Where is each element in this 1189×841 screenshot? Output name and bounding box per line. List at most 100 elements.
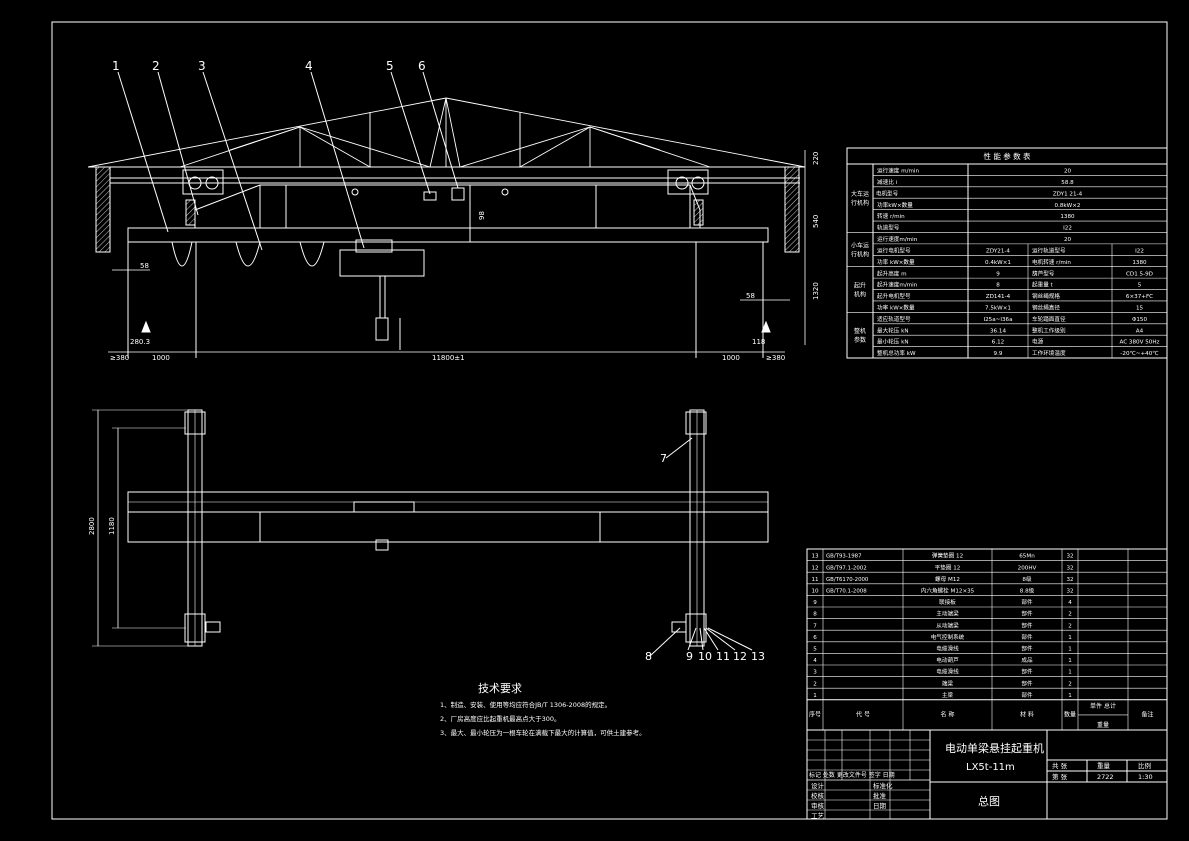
param-group-2-b: 机构 [854, 291, 866, 299]
param-value2-12: 15 [1136, 306, 1144, 312]
technical-requirements: 技术要求 1、制造、安装、使用等均应符合JB/T 1306-2008的规定。 2… [440, 682, 646, 737]
bom-no-8: 8 [813, 612, 817, 618]
bom-head-qty: 数量 [1064, 710, 1076, 718]
bom-name-13: 弹簧垫圈 12 [932, 552, 963, 560]
bom-no-1: 1 [813, 693, 817, 699]
callout-7: 7 [660, 452, 667, 465]
param-name-14: 最大轮压 kN [877, 326, 909, 334]
param-name-11: 起升电机型号 [877, 292, 911, 300]
bom-material-10: 8.8级 [1020, 587, 1035, 595]
electric-hoist [339, 249, 425, 277]
bom-name-6: 电气控制系统 [931, 633, 965, 641]
bom-head-code: 代 号 [856, 710, 870, 718]
callout-1: 1 [112, 59, 120, 73]
left-end-carriage [182, 169, 224, 195]
title-block [806, 729, 1168, 820]
dim-right-outer: ≥380 [766, 354, 785, 362]
bom-code-10: GB/T70.1-2008 [826, 589, 867, 595]
param-name2-12: 钢丝绳直径 [1032, 304, 1060, 312]
param-group-1-b: 行机构 [851, 251, 869, 259]
bom-name-1: 主梁 [942, 691, 954, 699]
bom-qty-2: 2 [1068, 681, 1072, 687]
bom-qty-7: 2 [1068, 623, 1072, 629]
weight-label: 重量 [1097, 762, 1111, 770]
bom-material-12: 200HV [1018, 565, 1037, 571]
role-approval: 批准 [873, 791, 887, 800]
param-value2-8: 1380 [1132, 260, 1147, 266]
bom-material-2: 部件 [1021, 679, 1033, 687]
callout-12: 12 [733, 650, 747, 663]
bom-material-4: 成品 [1021, 656, 1033, 664]
dim-left-gap: 58 [140, 262, 149, 270]
param-value-5: I22 [1063, 226, 1072, 232]
bom-no-11: 11 [811, 577, 819, 583]
param-name-7: 运行电机型号 [877, 246, 911, 254]
tech-req-item-2: 2、厂房高度应比起重机最高点大于300。 [440, 714, 561, 723]
param-name-12: 功率 kW×数量 [877, 304, 915, 312]
product-model: LX5t-11m [966, 762, 1015, 773]
callout-5: 5 [386, 59, 394, 73]
front-elevation-view [87, 71, 806, 358]
bom-name-8: 主动端梁 [936, 610, 959, 618]
param-value-13: I25a~I36a [983, 317, 1012, 323]
param-name-1: 减速比 i [877, 178, 898, 186]
bom-name-5: 电缆滑线 [936, 645, 959, 653]
scale-label: 比例 [1138, 761, 1151, 770]
bom-head-name: 名 称 [941, 710, 955, 718]
param-value-11: ZD141-4 [986, 294, 1011, 300]
param-name-10: 起升速度m/min [877, 281, 918, 289]
param-name-4: 转速 r/min [877, 212, 905, 220]
bom-qty-8: 2 [1068, 612, 1072, 618]
dim-plan-inner: 1180 [108, 517, 116, 535]
role-design: 设计 [811, 781, 825, 790]
param-name2-11: 钢丝绳规格 [1032, 292, 1060, 300]
bom-no-12: 12 [811, 565, 818, 571]
sheet-label: 第 张 [1052, 772, 1068, 781]
bom-head-note: 备注 [1141, 710, 1153, 718]
bom-qty-9: 4 [1068, 600, 1072, 606]
param-name2-13: 车轮踏面直径 [1032, 315, 1066, 323]
main-girder [127, 227, 769, 243]
param-value-1: 58.8 [1061, 180, 1074, 186]
bom-material-6: 部件 [1021, 633, 1033, 641]
bom-name-4: 电动葫芦 [936, 656, 959, 664]
bom-material-13: 65Mn [1019, 554, 1035, 560]
param-name2-8: 电机转速 r/min [1032, 258, 1071, 266]
param-value-3: 0.8kW×2 [1055, 203, 1081, 209]
callout-2: 2 [152, 59, 160, 73]
bom-name-9: 联接板 [939, 598, 956, 606]
bom-material-5: 部件 [1021, 645, 1033, 653]
param-name-5: 轨道型号 [877, 224, 900, 232]
bom-no-7: 7 [813, 623, 817, 629]
param-name2-9: 葫芦型号 [1032, 269, 1055, 277]
bom-code-11: GB/T6170-2000 [826, 577, 869, 583]
bom-qty-1: 1 [1068, 693, 1072, 699]
param-name2-10: 起重量 t [1032, 281, 1054, 289]
bom-qty-3: 1 [1068, 670, 1072, 676]
dim-height-inner: 98 [478, 211, 486, 220]
left-column [95, 166, 111, 253]
dim-right-span: 1000 [722, 354, 740, 362]
stage-label: 共 张 [1052, 761, 1068, 770]
bom-qty-12: 32 [1066, 565, 1073, 571]
param-value-8: 0.4kW×1 [985, 260, 1011, 266]
param-value-0: 20 [1064, 169, 1072, 175]
bom-no-9: 9 [813, 600, 817, 606]
param-group-0-a: 大车运 [851, 190, 869, 198]
dim-height-v3: 1320 [812, 282, 820, 300]
param-value2-11: 6×37+FC [1126, 294, 1153, 300]
bom-name-7: 从动端梁 [936, 621, 959, 629]
dim-left-span: 1000 [152, 354, 170, 362]
tech-req-item-1: 1、制造、安装、使用等均应符合JB/T 1306-2008的规定。 [440, 700, 611, 709]
role-process: 工艺 [811, 812, 825, 820]
role-date: 日期 [873, 802, 887, 810]
revision-headers: 标记 处数 更改文件号 签字 日期 [809, 771, 895, 779]
bom-material-1: 部件 [1021, 691, 1033, 699]
param-value-15: 6.12 [992, 340, 1004, 346]
param-name-9: 起升高度 m [877, 269, 907, 277]
bom-head-material: 材 料 [1020, 710, 1034, 718]
param-group-2-a: 起升 [854, 282, 866, 290]
right-column [784, 166, 800, 253]
